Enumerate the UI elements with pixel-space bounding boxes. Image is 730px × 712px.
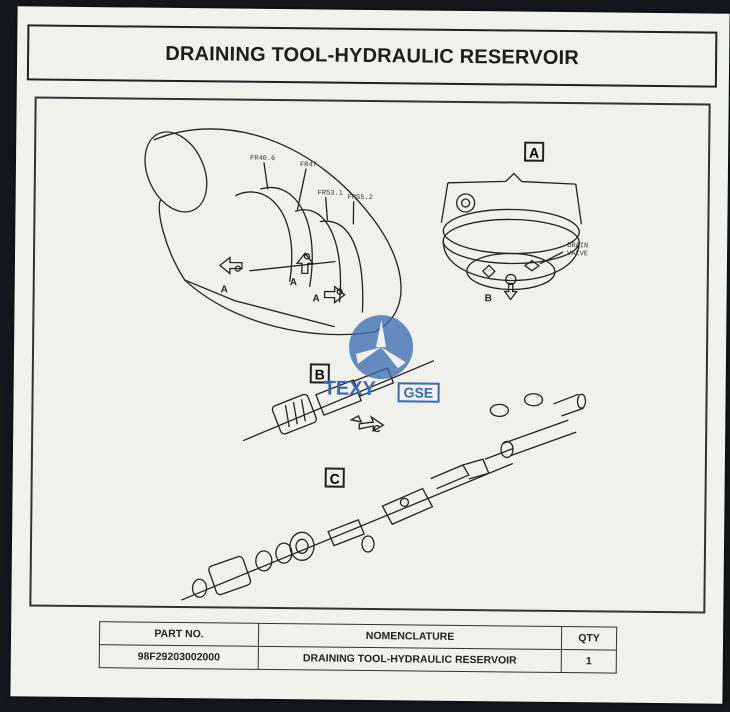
- page-title: DRAINING TOOL-HYDRAULIC RESERVOIR: [165, 42, 580, 69]
- reservoir-outline: [153, 128, 402, 336]
- arrow-label-a1: A: [220, 284, 228, 296]
- exploded-axis-line: [181, 462, 514, 601]
- arrow-a3: [323, 285, 346, 304]
- watermark-logo-text: TEXY: [323, 377, 377, 401]
- detail-a-body: [442, 240, 580, 282]
- parts-table: PART NO. NOMENCLATURE QTY 98F29203002000…: [99, 621, 617, 674]
- frame-line-1: [235, 191, 293, 282]
- table-row: 98F29203002000 DRAINING TOOL-HYDRAULIC R…: [99, 644, 617, 674]
- arrow-label-b: B: [484, 293, 492, 305]
- header-part-no: PART NO.: [99, 621, 259, 647]
- arrow-a2: [295, 252, 315, 275]
- knurled-handle: [271, 393, 318, 435]
- frame-line-3: [294, 209, 342, 303]
- detail-a-flange: [442, 208, 580, 255]
- technical-drawing: FR40.6 FR47 FR53.1 FR55.2 A A A B C DRAI…: [29, 96, 711, 614]
- watermark-logo-icon: [349, 315, 414, 380]
- drain-valve-label: DRAIN VALVE: [567, 242, 589, 259]
- cell-nomenclature: DRAINING TOOL-HYDRAULIC RESERVOIR: [258, 646, 562, 673]
- callout-c: C: [324, 467, 345, 488]
- arrow-b-detail: [503, 282, 518, 301]
- exploded-knurled-nut: [208, 555, 252, 596]
- watermark-gse: GSE: [397, 382, 440, 403]
- arrow-c: [358, 415, 385, 433]
- arrow-label-c: C: [373, 424, 381, 436]
- frame-line-4: [319, 220, 364, 313]
- frame-line-2: [260, 186, 313, 288]
- header-nomenclature: NOMENCLATURE: [258, 623, 562, 650]
- frame-label-fr40: FR40.6: [250, 154, 276, 163]
- arrow-a1: [218, 256, 243, 275]
- title-box: DRAINING TOOL-HYDRAULIC RESERVOIR: [26, 24, 718, 88]
- hose: [502, 419, 577, 457]
- drawing-svg: [144, 128, 587, 601]
- callout-a: A: [524, 141, 545, 162]
- detail-a-break-line: [447, 172, 576, 185]
- exploded-valve-body: [381, 487, 434, 526]
- placard-sheet: DRAINING TOOL-HYDRAULIC RESERVOIR: [10, 6, 730, 704]
- frame-label-fr53: FR53.1: [317, 189, 343, 198]
- header-qty: QTY: [561, 626, 617, 651]
- frame-label-fr47: FR47: [299, 161, 317, 170]
- frame-label-fr55: FR55.2: [347, 193, 373, 203]
- tool-axis-line: [242, 360, 435, 442]
- reservoir-end-ellipse: [144, 131, 208, 213]
- arrow-label-a3: A: [312, 293, 320, 305]
- cell-part-no: 98F29203002000: [99, 644, 259, 670]
- arrow-label-a2: A: [289, 277, 298, 289]
- cell-qty: 1: [561, 649, 617, 674]
